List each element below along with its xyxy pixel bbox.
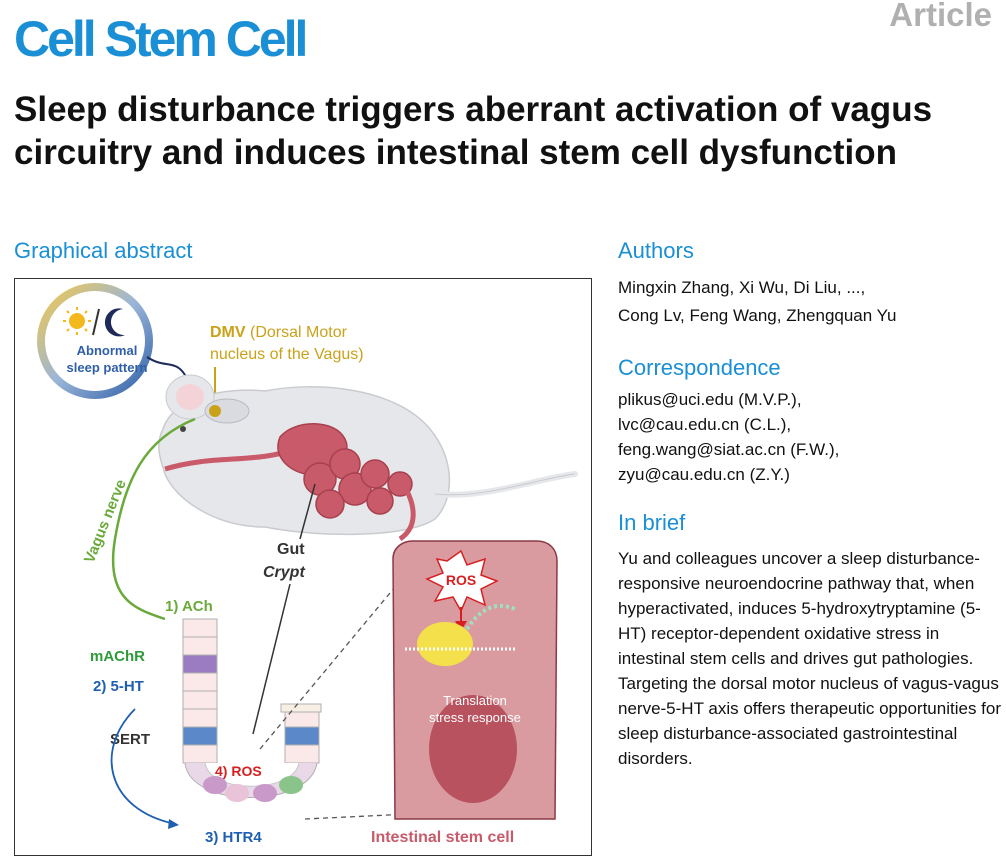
journal-name: Cell Stem Cell xyxy=(14,11,308,67)
dmv-label-line2: nucleus of the Vagus) xyxy=(210,346,364,363)
dmv-nucleus xyxy=(209,405,221,417)
stem-cell-illustration: ROS Translation stress response xyxy=(392,540,558,820)
stem-cell-label: Intestinal stem cell xyxy=(371,829,514,846)
graphical-abstract-heading: Graphical abstract xyxy=(14,238,193,263)
mouse-illustration xyxy=(158,374,578,542)
gut-label: Gut xyxy=(277,541,305,558)
mouse-eye xyxy=(180,426,186,432)
crypt-illustration xyxy=(182,618,322,802)
author-list: Mingxin Zhang, Xi Wu, Di Liu, ..., Cong … xyxy=(618,275,897,329)
dmv-label: DMV (Dorsal Motor xyxy=(210,324,348,341)
ach-label: 1) ACh xyxy=(165,598,213,615)
vagus-nerve-label: Vagus nerve xyxy=(81,477,130,565)
graphical-abstract-figure: Abnormal sleep pattern DMV (Dorsal Motor… xyxy=(14,278,592,856)
correspondence-list: plikus@uci.edu (M.V.P.), lvc@cau.edu.cn … xyxy=(618,387,839,487)
ros-cell-label: ROS xyxy=(446,572,476,588)
in-brief-text: Yu and colleagues uncover a sleep distur… xyxy=(618,549,1002,768)
email-link[interactable]: plikus@uci.edu (M.V.P.), xyxy=(618,390,802,409)
ros-crypt-label: 4) ROS xyxy=(215,763,262,779)
ribosome xyxy=(417,622,473,666)
authors-heading: Authors xyxy=(618,238,694,263)
author-line: Cong Lv, Feng Wang, Zhengquan Yu xyxy=(618,306,897,325)
email-link[interactable]: lvc@cau.edu.cn (C.L.), xyxy=(618,415,792,434)
five-ht-label: 2) 5-HT xyxy=(93,678,144,695)
sert-label: SERT xyxy=(110,731,150,748)
sleep-pattern-icon: Abnormal sleep pattern xyxy=(37,283,153,399)
sleep-label-line1: Abnormal xyxy=(77,343,138,358)
nucleus xyxy=(429,695,517,803)
sun-icon xyxy=(69,313,85,329)
gut-illustration xyxy=(277,423,413,519)
machr-label: mAChR xyxy=(90,648,145,665)
graphical-abstract-svg: Abnormal sleep pattern DMV (Dorsal Motor… xyxy=(37,283,578,846)
email-link[interactable]: zyu@cau.edu.cn (Z.Y.) xyxy=(618,465,790,484)
htr4-label: 3) HTR4 xyxy=(205,829,262,846)
email-link[interactable]: feng.wang@siat.ac.cn (F.W.), xyxy=(618,440,840,459)
article-type-label: Article xyxy=(889,0,992,33)
paper-title: Sleep disturbance triggers aberrant acti… xyxy=(14,90,933,172)
author-line: Mingxin Zhang, Xi Wu, Di Liu, ..., xyxy=(618,278,866,297)
in-brief-heading: In brief xyxy=(618,510,686,535)
crypt-label: Crypt xyxy=(263,564,305,581)
mouse-tail xyxy=(432,471,578,498)
vagus-nerve-path xyxy=(111,417,196,621)
serotonin-arrow xyxy=(110,708,176,825)
ros-burst-icon xyxy=(425,549,499,613)
translation-label-line2: stress response xyxy=(429,710,521,725)
moon-icon xyxy=(104,308,125,337)
translation-label-line1: Translation xyxy=(443,693,507,708)
correspondence-heading: Correspondence xyxy=(618,355,781,380)
sleep-label-line2: sleep pattern xyxy=(67,360,148,375)
